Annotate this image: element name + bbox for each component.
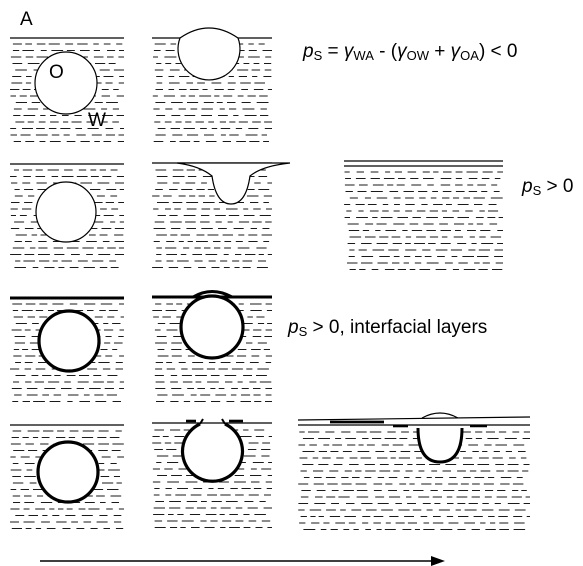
row4-panel3 bbox=[297, 412, 531, 464]
oil-drop-row4-col3 bbox=[416, 427, 464, 464]
oil-drop-row3-col1 bbox=[37, 309, 101, 373]
oil-drop-row1-col1 bbox=[34, 51, 98, 115]
row1-panel2 bbox=[152, 27, 272, 81]
positive-spreading-label: pS > 0 bbox=[522, 176, 574, 198]
oil-drop-row1-col2 bbox=[177, 27, 241, 81]
interfacial-layers-label: pS > 0, interfacial layers bbox=[288, 317, 488, 339]
row3-panel1 bbox=[10, 296, 124, 373]
air-label: A bbox=[20, 9, 33, 30]
row2-panel2 bbox=[152, 162, 291, 205]
row4-panel2 bbox=[152, 418, 272, 483]
water-label: W bbox=[88, 110, 106, 131]
oil-label: O bbox=[49, 62, 64, 83]
oil-drop-row4-col1 bbox=[36, 440, 100, 504]
row2-panel1 bbox=[10, 163, 124, 243]
oil-lens-row2-col2 bbox=[176, 162, 291, 205]
row1-panel1 bbox=[10, 37, 124, 115]
row2-panel3 bbox=[344, 160, 503, 167]
spreading-coefficient-equation: pS = γWA - (γOW + γOA) < 0 bbox=[303, 41, 518, 63]
oil-drop-row3-col2 bbox=[179, 294, 245, 360]
oil-drop-row2-col1 bbox=[35, 181, 97, 243]
oil-drop-row4-col2 bbox=[180, 422, 245, 483]
row3-panel2 bbox=[152, 290, 272, 360]
process-arrow bbox=[40, 556, 445, 566]
row4-panel1 bbox=[10, 424, 124, 504]
